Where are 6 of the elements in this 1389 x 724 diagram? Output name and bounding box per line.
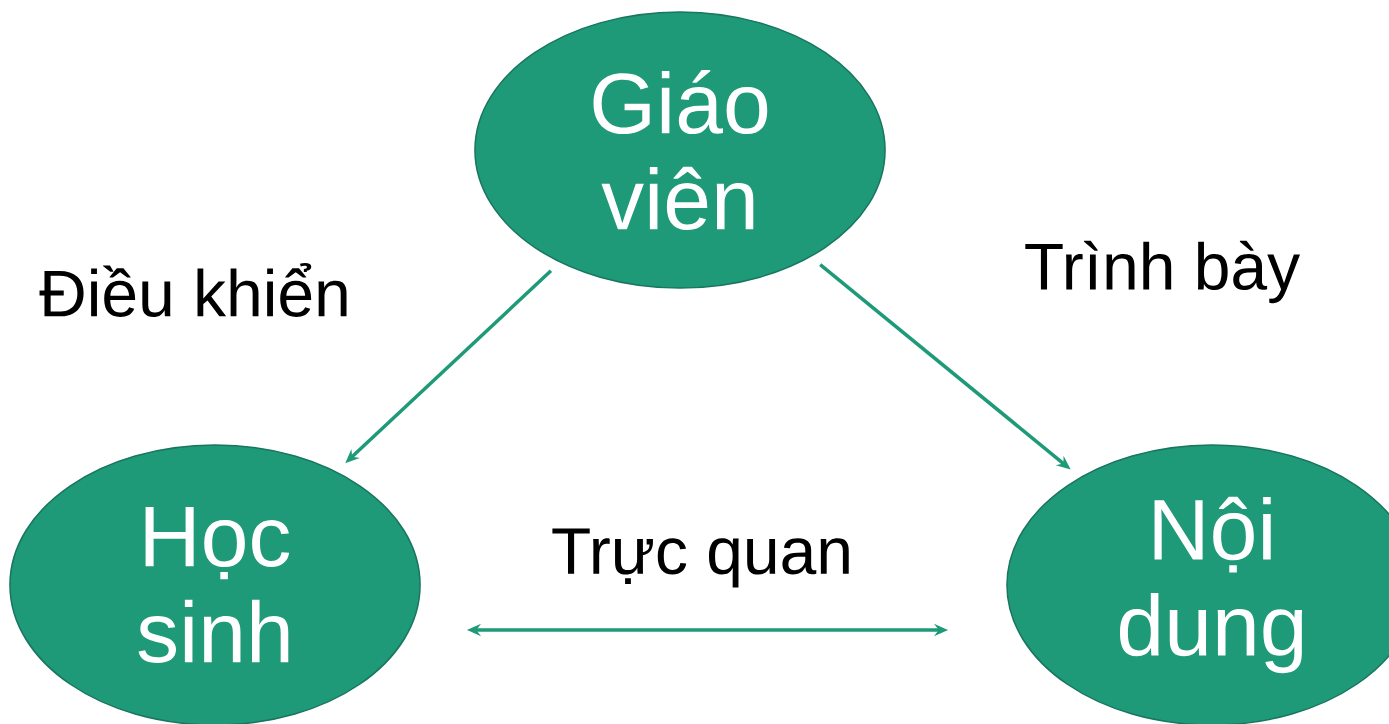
ellipse-node: Học sinh [9,444,421,724]
edge-label: Điều khiển [39,263,347,317]
edge-label: Trình bày [1025,240,1300,304]
edge-label: Trực quan [552,528,849,588]
ellipse-node: Nội dung [1006,444,1389,724]
ellipse-node: Giáo viên [474,11,886,289]
